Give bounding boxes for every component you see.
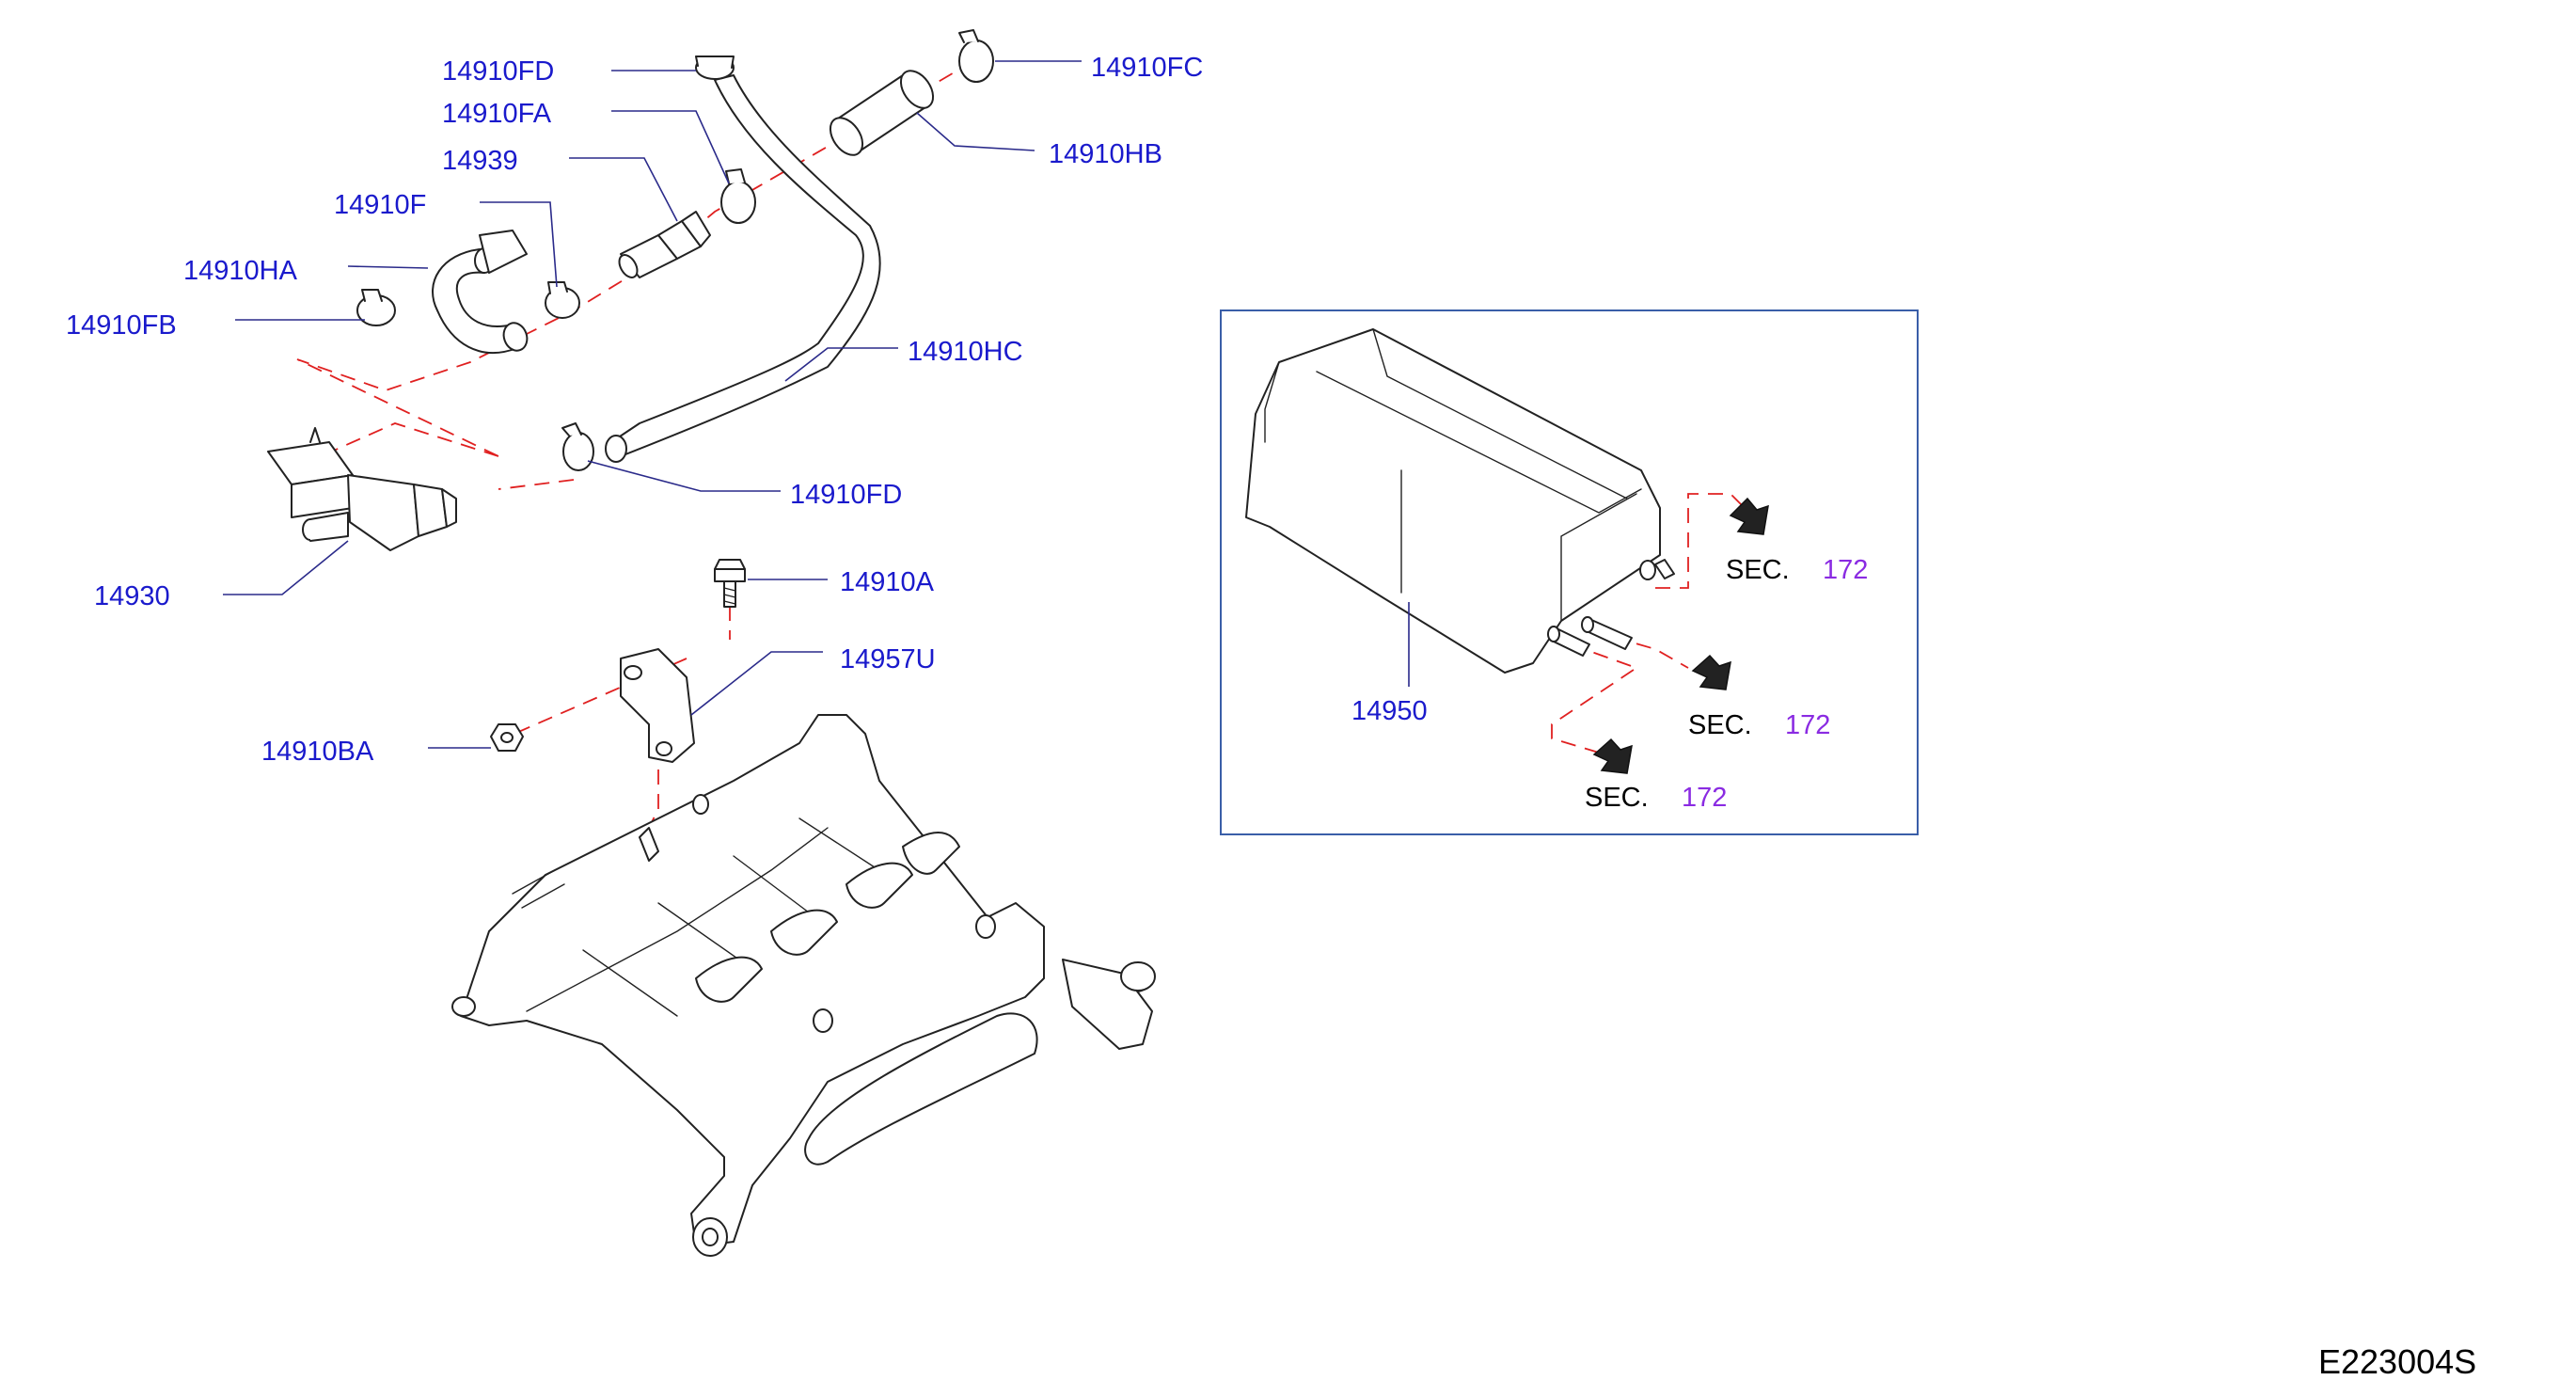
intake-manifold [451,714,1156,1257]
hose-14910HA [432,230,529,354]
section-ref-3-prefix: SEC. [1585,783,1649,813]
label-14910FB: 14910FB [66,310,177,341]
leader-lines [223,60,1410,749]
label-14957U: 14957U [840,644,936,674]
bolt-14910A [714,559,746,608]
label-14910BA: 14910BA [261,737,374,767]
valve-14930 [267,427,457,551]
diagram-code: E223004S [2318,1342,2476,1381]
section-ref-1-prefix: SEC. [1726,555,1790,585]
section-arrow-2 [1691,654,1731,690]
label-14910FD-top: 14910FD [442,56,554,87]
label-14950: 14950 [1351,696,1428,726]
hose-14910HB [829,70,935,156]
clamp-14910FB [356,289,396,326]
section-ref-1-number: 172 [1823,555,1868,585]
clamp-14910F [545,281,580,319]
canister-detail-box [1220,309,1919,835]
section-ref-3-number: 172 [1682,783,1727,813]
label-14910HC: 14910HC [908,337,1023,367]
label-14910FA: 14910FA [442,99,552,129]
part-labels: 14910FD 14910FC 14910FA 14910HB 14939 14… [66,53,1428,767]
connector-14939 [618,211,711,278]
label-14910HB: 14910HB [1049,139,1162,169]
label-14910HA: 14910HA [183,256,298,286]
clamp-14910FC [958,29,994,83]
section-ref-2-number: 172 [1785,710,1830,740]
bracket-14957U [620,648,695,763]
label-14910FC: 14910FC [1091,53,1203,83]
section-arrow-1 [1729,497,1769,535]
nut-14910BA [490,723,524,752]
hose-14910HC [605,74,881,463]
section-ref-2-prefix: SEC. [1688,710,1752,740]
label-14910FD-bottom: 14910FD [790,480,902,510]
section-arrow-3 [1592,738,1633,774]
clamp-14910FD-top [695,56,735,80]
clamp-14910FD-bottom [561,422,594,471]
section-refs: SEC. 172 SEC. 172 SEC. 172 [1585,555,1868,813]
label-14910A: 14910A [840,567,935,597]
canister-14950 [1245,328,1675,674]
clamp-14910FA [720,168,756,224]
label-14939: 14939 [442,146,518,176]
label-14910F: 14910F [334,190,426,220]
label-14930: 14930 [94,581,170,611]
